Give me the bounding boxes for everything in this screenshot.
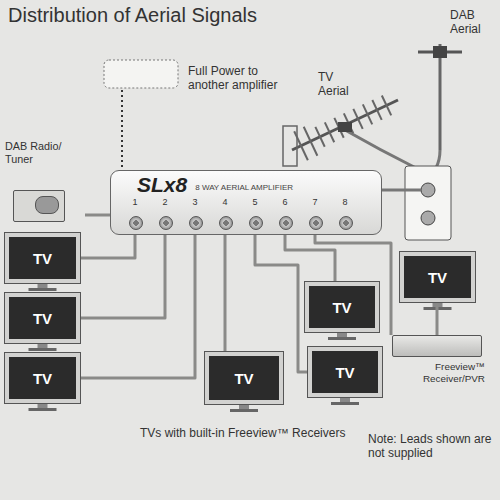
- tv-screen: TV: [400, 252, 475, 302]
- output-socket: [309, 216, 323, 230]
- coax-lead: [224, 235, 227, 352]
- aerial-element: [372, 100, 381, 120]
- dab-cable: [436, 150, 440, 168]
- port-number: 1: [127, 198, 143, 207]
- aerial-boom: [292, 100, 398, 150]
- output-socket: [159, 216, 173, 230]
- tv-stand-base: [29, 288, 57, 291]
- output-socket: [189, 216, 203, 230]
- tv-aerial: [283, 95, 398, 166]
- tv-label: TV: [33, 370, 52, 387]
- amplifier-input-lead: [382, 189, 421, 192]
- receiver-box: [392, 335, 482, 357]
- output-socket: [339, 216, 353, 230]
- tv-label: TV: [33, 250, 52, 267]
- port-number: 2: [157, 198, 173, 207]
- second-amplifier: [104, 60, 178, 88]
- dab-clamp: [433, 46, 447, 58]
- device-label: DAB Radio/ Tuner: [5, 140, 85, 166]
- aerial-element: [382, 95, 391, 115]
- freeview-receiver: Freeview™ Receiver/PVR: [385, 335, 485, 391]
- output-socket: [219, 216, 233, 230]
- radio-speaker: [35, 196, 59, 214]
- port-number: 4: [217, 198, 233, 207]
- tv-stands: [29, 284, 452, 412]
- port-number: 5: [247, 198, 263, 207]
- amplifier-heading: SLx8 8 WAY AERIAL AMPLIFIER: [111, 171, 381, 195]
- tv-label: TV: [234, 370, 253, 387]
- diagram-title: Distribution of Aerial Signals: [8, 4, 257, 27]
- coax-lead: [436, 302, 439, 335]
- port-number: 8: [337, 198, 353, 207]
- tv-screen: TV: [5, 233, 80, 283]
- amplifier-box: SLx8 8 WAY AERIAL AMPLIFIER: [110, 170, 382, 235]
- tv-screen: TV: [5, 353, 80, 403]
- aerial-element: [304, 127, 318, 156]
- aerial-element: [315, 127, 324, 147]
- output-socket: [279, 216, 293, 230]
- dab-mast: [439, 44, 442, 150]
- tv-stand: [38, 344, 48, 348]
- tv-screen: TV: [5, 293, 80, 343]
- coax-lead: [80, 235, 165, 318]
- output-socket: [129, 216, 143, 230]
- aerial-element: [363, 104, 372, 124]
- tv-stand-base: [328, 337, 356, 340]
- tv-label: TV: [332, 299, 351, 316]
- tv-stand: [38, 404, 48, 408]
- annotation: TVs with built-in Freeview™ Receivers: [140, 426, 380, 440]
- annotation: TV Aerial: [318, 70, 366, 99]
- output-socket: [249, 216, 263, 230]
- aerial-element: [353, 109, 362, 129]
- port-number: 6: [277, 198, 293, 207]
- tv-stand: [340, 398, 350, 402]
- tv-aerial-cable: [345, 130, 416, 168]
- aerial-reflector: [283, 126, 297, 166]
- tv-screen: TV: [205, 352, 283, 404]
- device-label: 8 WAY AERIAL AMPLIFIER: [195, 184, 293, 195]
- port-number: 7: [307, 198, 323, 207]
- annotation: Full Power to another amplifier: [188, 64, 298, 93]
- device-label: Freeview™ Receiver/PVR: [385, 361, 485, 385]
- annotation: DAB Aerial: [450, 8, 496, 37]
- tv-stand-base: [331, 402, 359, 405]
- tv-stand-base: [230, 409, 258, 412]
- port-number: 3: [187, 198, 203, 207]
- dab-radio: DAB Radio/ Tuner: [5, 140, 85, 228]
- wall-socket: [421, 183, 435, 197]
- coax-lead: [80, 235, 135, 258]
- tv-label: TV: [428, 269, 447, 286]
- aerial-element: [325, 122, 334, 142]
- tv-label: TV: [335, 364, 354, 381]
- wall-plate: [405, 166, 451, 240]
- tv-stand: [239, 405, 249, 409]
- coax-lead: [80, 235, 195, 378]
- device-label: SLx8: [137, 174, 187, 195]
- annotation: Note: Leads shown are not supplied: [368, 432, 496, 461]
- tv-label: TV: [33, 310, 52, 327]
- tv-stand: [38, 284, 48, 288]
- tv-stand-base: [29, 408, 57, 411]
- tv-stand: [337, 333, 347, 337]
- tv-stand-base: [29, 348, 57, 351]
- wall-socket: [421, 211, 435, 225]
- aerial-clamp: [338, 122, 352, 132]
- full-power-lead: [121, 90, 123, 170]
- tv-screen: TV: [308, 347, 382, 397]
- coax-lead: [85, 214, 110, 217]
- tv-screen: TV: [305, 282, 379, 332]
